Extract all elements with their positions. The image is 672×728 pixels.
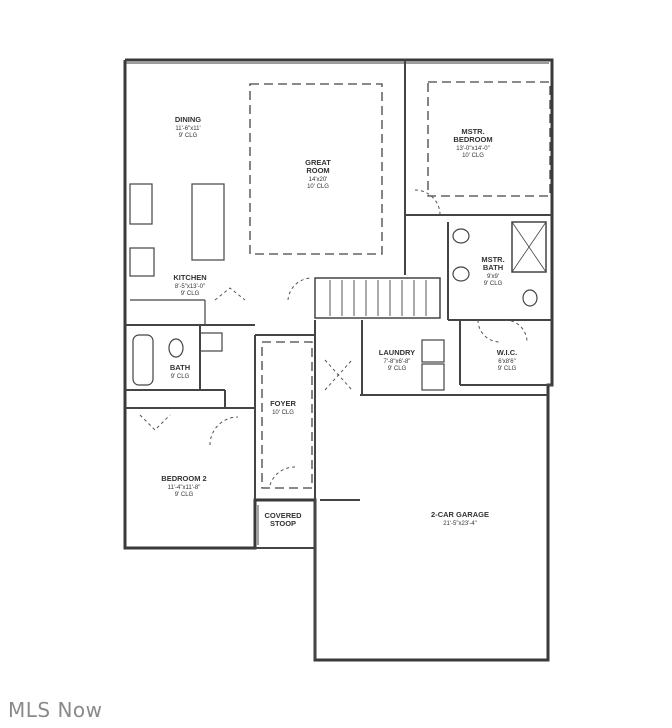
door-swings [139, 189, 528, 486]
great-room-label-2: ROOM [306, 166, 329, 175]
dining-dims: 11'-6"x11' [175, 126, 200, 132]
foyer-label: FOYER [270, 399, 296, 408]
kitchen-label: KITCHEN [173, 273, 206, 282]
stair-treads [329, 280, 427, 316]
master-bedroom-label-1: MSTR. [461, 127, 484, 136]
laundry-dims: 7'-8"x6'-8" [384, 359, 411, 365]
great-room-ceiling: 10' CLG [307, 184, 329, 190]
master-bath-label-2: BATH [483, 263, 503, 272]
bath-label: BATH [170, 363, 190, 372]
master-bath-ceiling: 9' CLG [484, 281, 503, 287]
ceiling-outlines [249, 81, 551, 489]
bedroom2-label: BEDROOM 2 [161, 474, 206, 483]
kitchen-dims: 8'-5"x13'-0" [175, 284, 205, 290]
kitchen-ceiling: 9' CLG [181, 291, 200, 297]
foyer-ceiling: 10' CLG [272, 410, 294, 416]
watermark: MLS Now [8, 698, 103, 722]
dining-label: DINING [175, 115, 201, 124]
interior-walls [125, 60, 552, 660]
stoop-label-2: STOOP [270, 519, 296, 528]
bedroom2-ceiling: 9' CLG [175, 492, 194, 498]
laundry-label: LAUNDRY [379, 348, 415, 357]
great-room-dims: 14'x20' [309, 177, 328, 183]
master-bedroom-label-2: BEDROOM [453, 135, 492, 144]
bedroom2-dims: 11'-4"x11'-8" [168, 485, 201, 491]
master-bath-dims: 9'x9' [487, 274, 499, 280]
master-bath-label-1: MSTR. [481, 255, 504, 264]
wic-ceiling: 9' CLG [498, 366, 517, 372]
laundry-ceiling: 9' CLG [388, 366, 407, 372]
garage-dims: 21'-5"x23'-4" [443, 521, 477, 527]
stoop-label-1: COVERED [264, 511, 302, 520]
dining-ceiling: 9' CLG [179, 133, 198, 139]
garage-label: 2-CAR GARAGE [431, 510, 489, 519]
wic-dims: 6'x8'6" [498, 359, 515, 365]
master-bedroom-ceiling: 10' CLG [462, 153, 484, 159]
great-room-label-1: GREAT [305, 158, 331, 167]
bath-ceiling: 9' CLG [171, 374, 190, 380]
master-bedroom-dims: 13'-0"x14'-0" [456, 146, 490, 152]
wic-label: W.I.C. [497, 348, 517, 357]
